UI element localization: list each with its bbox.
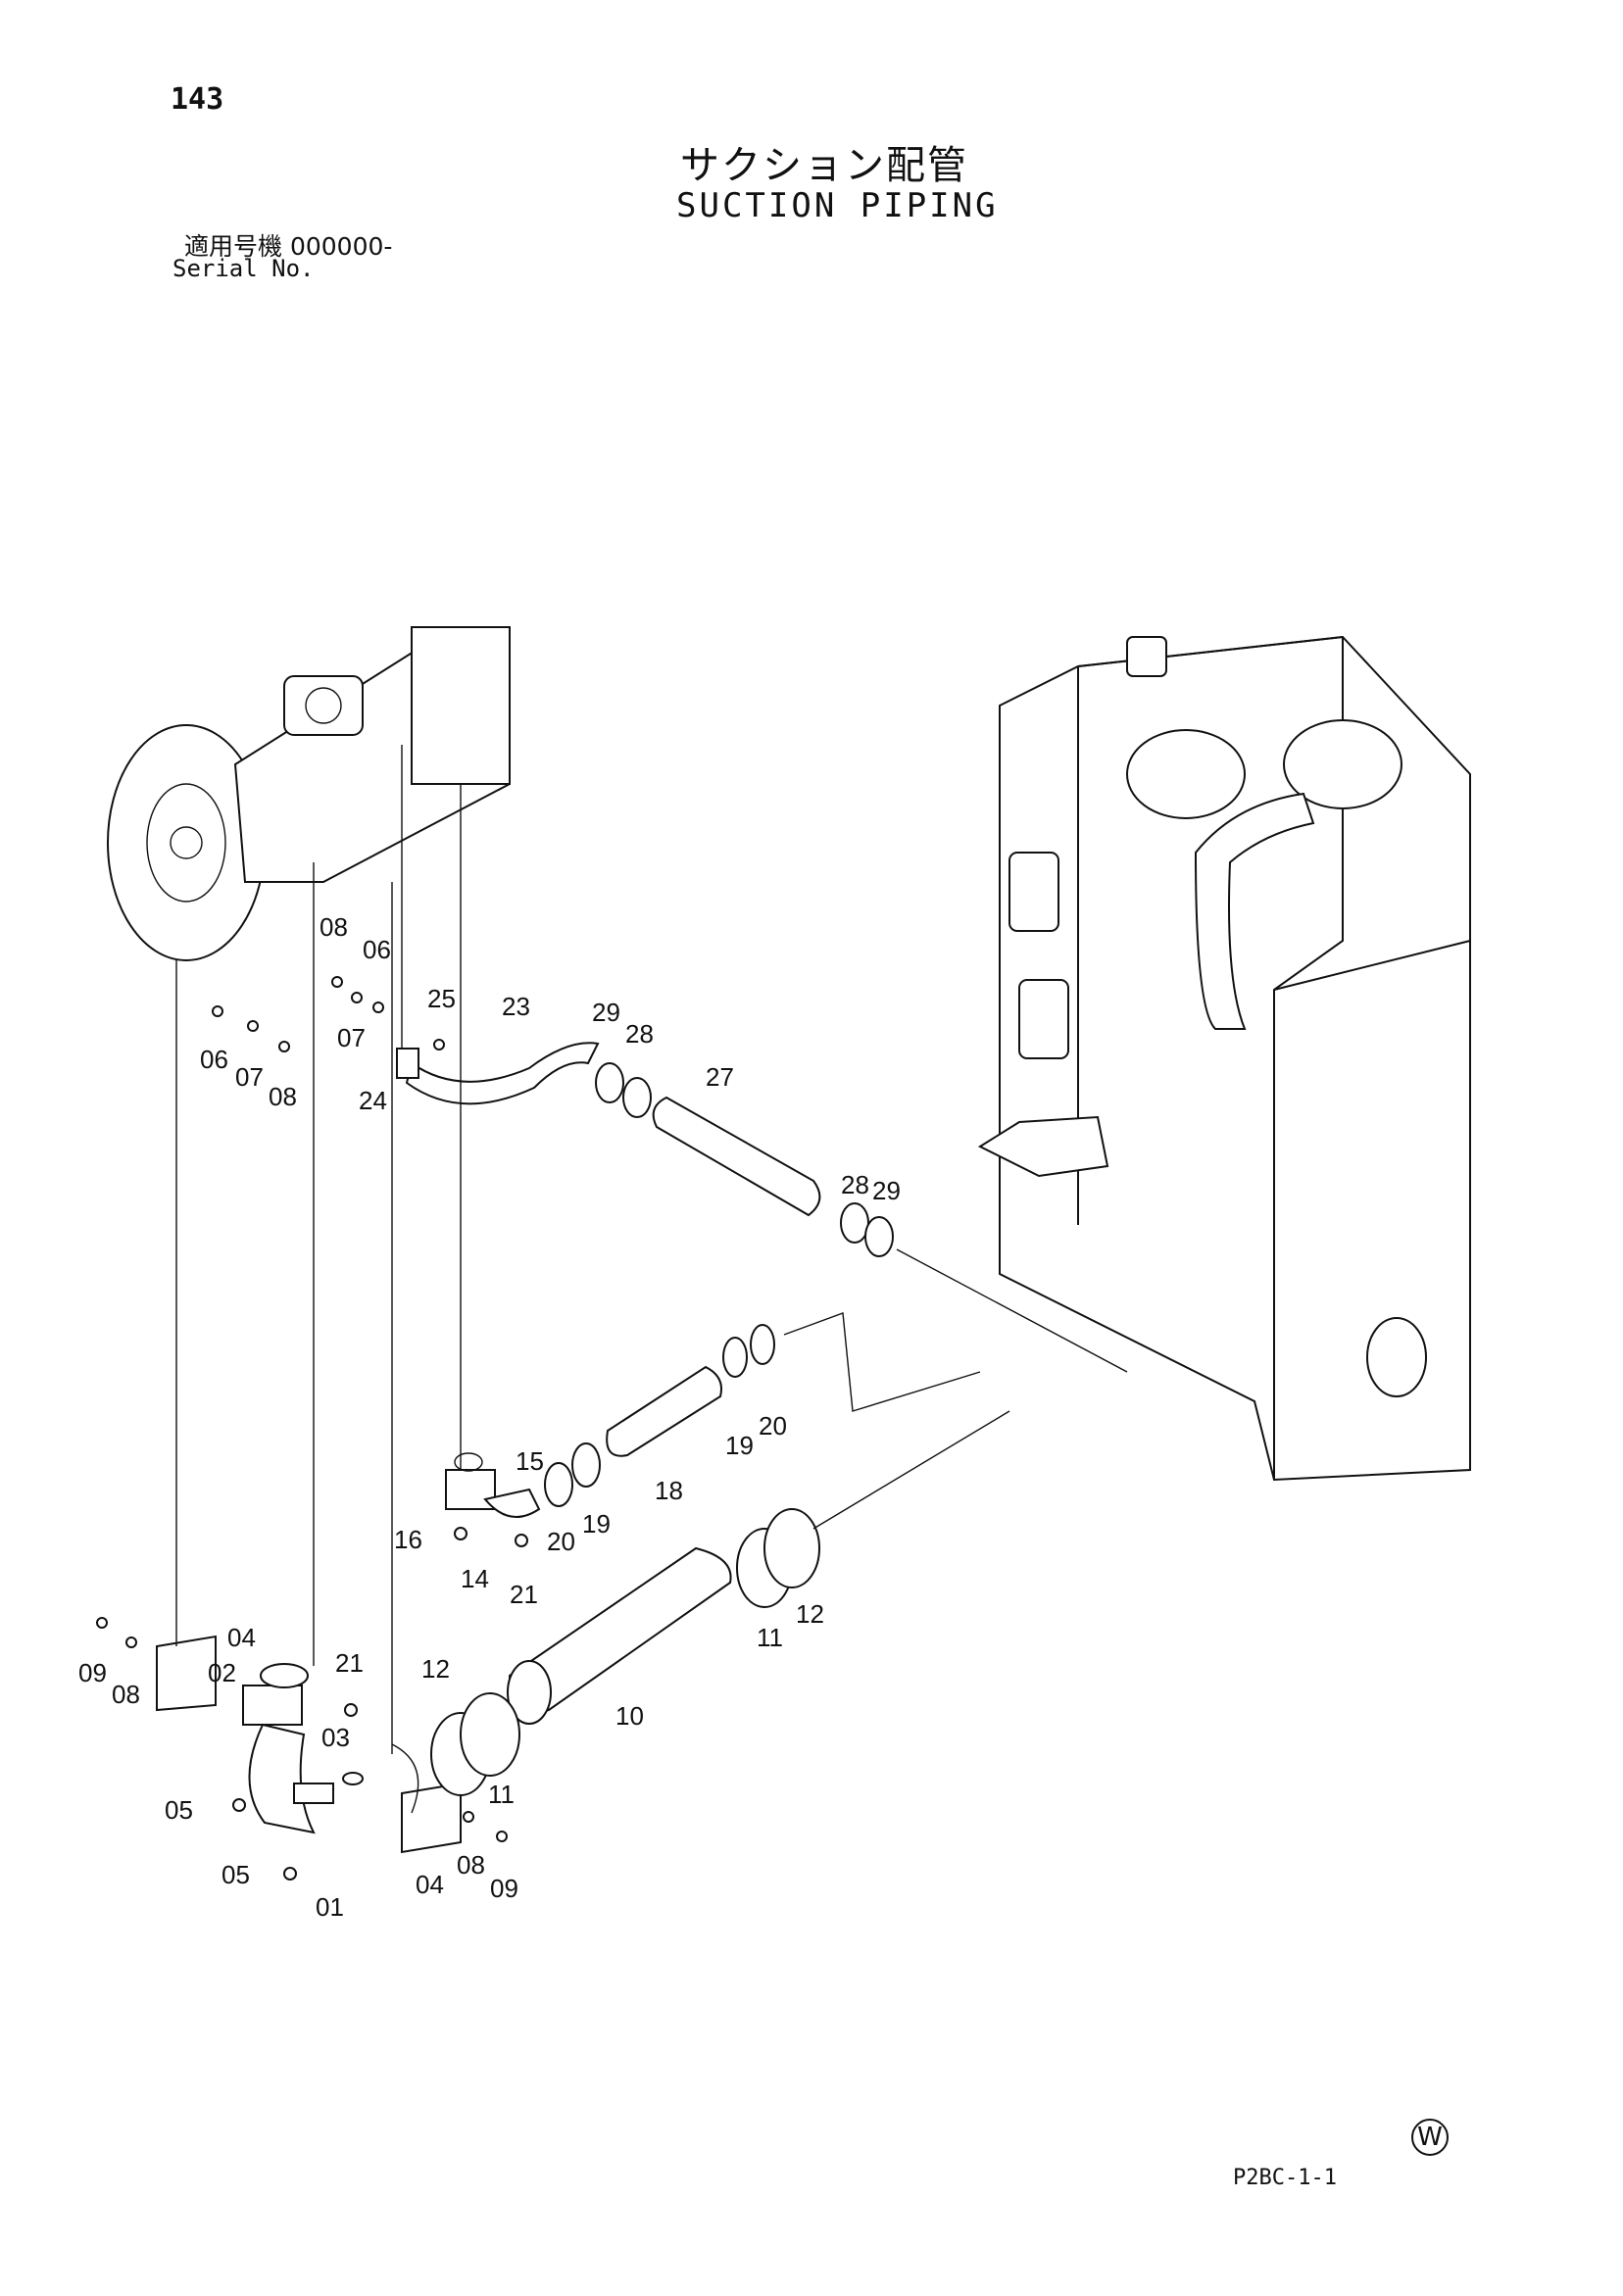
fasteners [96,976,528,1881]
callout-08-c: 08 [112,1680,140,1709]
callout-labels: 01 02 03 04 04 05 05 06 06 07 07 08 08 0… [78,912,901,1922]
main-pump [107,626,511,961]
callout-01: 01 [316,1892,344,1922]
watermark-symbol: W [1411,2119,1449,2156]
page-title-english: SUCTION PIPING [676,186,999,225]
callout-20-upper: 20 [759,1411,787,1441]
callout-21-upper: 21 [510,1580,538,1609]
callout-07-left: 07 [235,1062,264,1092]
page-number: 143 [171,82,224,117]
callout-06-right: 06 [363,935,391,964]
page-title-japanese: サクション配管 [680,143,968,188]
callout-09-left: 09 [78,1658,107,1687]
serial-label-japanese: 適用号機 000000- [184,232,393,261]
callout-11-upper: 11 [757,1623,783,1652]
callout-08-b: 08 [320,912,348,942]
callout-15: 15 [516,1446,544,1476]
callout-04-upper: 04 [227,1623,256,1652]
callout-10: 10 [615,1701,644,1731]
callout-20-lower: 20 [547,1527,575,1556]
callout-21-lower: 21 [335,1648,364,1678]
callout-18: 18 [655,1476,683,1505]
callout-05-upper: 05 [165,1795,193,1825]
hydraulic-tank [977,635,1471,1482]
document-code: P2BC-1-1 [1233,2166,1337,2190]
callout-29-lower: 29 [872,1176,901,1205]
callout-27: 27 [706,1062,734,1092]
callout-08-a: 08 [269,1082,297,1111]
callout-08-d: 08 [457,1850,485,1880]
hose-10-assembly [430,1410,1010,1796]
callout-23: 23 [502,992,530,1021]
callout-09-right: 09 [490,1874,518,1903]
callout-03: 03 [321,1723,350,1752]
callout-16: 16 [394,1525,422,1554]
callout-12-lower: 12 [421,1654,450,1684]
callout-02: 02 [208,1658,236,1687]
callout-11-lower: 11 [488,1780,515,1809]
callout-07-right: 07 [337,1023,366,1052]
callout-24: 24 [359,1086,387,1115]
callout-04-lower: 04 [416,1870,444,1899]
callout-28-lower: 28 [841,1170,869,1199]
callout-14: 14 [461,1564,489,1593]
callout-12-upper: 12 [796,1599,824,1629]
callout-29-upper: 29 [592,998,620,1027]
callout-25: 25 [427,984,456,1013]
callout-19-lower: 19 [582,1509,611,1539]
callout-28-upper: 28 [625,1019,654,1049]
suction-pipe-assembly [156,1635,462,1854]
callout-06-left: 06 [200,1045,228,1074]
hose-27-assembly [396,1042,1128,1373]
leader-lines [175,745,462,1754]
serial-label-english: Serial No. [172,255,315,282]
callout-19-upper: 19 [725,1431,754,1460]
hose-18-assembly [445,1312,981,1518]
callout-05-lower: 05 [221,1860,250,1889]
